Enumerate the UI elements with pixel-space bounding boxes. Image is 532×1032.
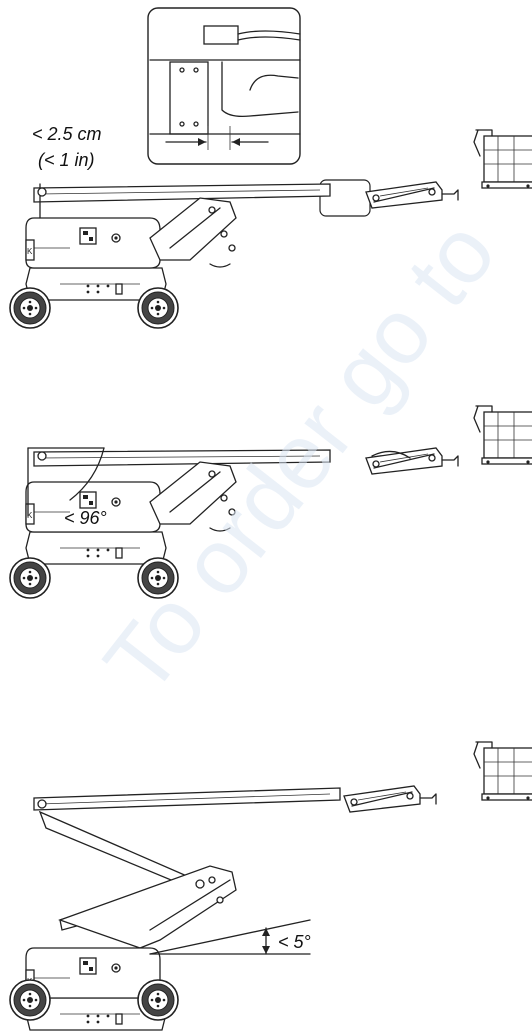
machine-stowed — [25, 129, 532, 301]
angle-arc — [69, 447, 105, 501]
machine-rotated — [25, 405, 532, 565]
figure-jib-clearance: < 2.5 cm (< 1 in) — [9, 7, 532, 329]
figure-turntable-rotation: < 96° — [9, 405, 532, 599]
gap-label-imperial: (< 1 in) — [38, 150, 95, 170]
gap-label-metric: < 2.5 cm — [32, 124, 102, 144]
slope-incline — [149, 919, 311, 955]
slope-angle-label: < 5° — [278, 932, 311, 952]
figure-boom-slope: < 5° — [9, 741, 532, 1031]
detail-inset — [147, 7, 301, 165]
rotation-angle-label: < 96° — [64, 508, 107, 528]
